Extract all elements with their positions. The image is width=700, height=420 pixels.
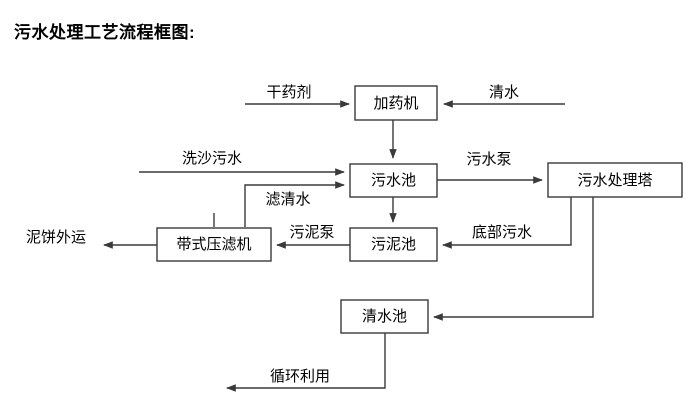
node-dosing-machine[interactable]: 加药机 [354,85,438,121]
node-label-treatment-tower: 污水处理塔 [577,172,652,189]
edge-recycle-line [226,333,386,392]
edge-label-filtrate: 滤清水 [265,191,310,208]
edge-tower-to-clean-pool [433,197,594,321]
edge-label-sludge-pump: 污泥泵 [289,224,334,241]
node-label-sewage-pool: 污水池 [371,172,416,189]
edge-label-sewage-pump: 污水泵 [466,151,511,168]
edge-label-recycle: 循环利用 [270,368,330,385]
node-label-clean-water-pool: 清水池 [362,308,407,325]
node-clean-water-pool[interactable]: 清水池 [340,299,429,334]
node-label-dosing-machine: 加药机 [373,95,418,112]
edge-label-bottom-sewage: 底部污水 [472,224,532,241]
edge-label-wash-sand: 洗沙污水 [182,150,242,167]
node-sludge-pool[interactable]: 污泥池 [349,227,438,262]
node-label-belt-filter-press: 带式压滤机 [176,236,251,253]
edge-bottom-sewage-line [442,197,572,249]
page-title: 污水处理工艺流程框图: [14,23,196,42]
node-label-sludge-pool: 污泥池 [371,236,416,253]
edge-label-clean-water: 清水 [489,84,519,101]
edge-label-dry-agent: 干药剂 [266,84,311,101]
edge-label-mud-cake-out: 泥饼外运 [26,229,86,246]
edge-filtrate-line [244,181,345,227]
node-belt-filter-press[interactable]: 带式压滤机 [156,227,272,262]
node-sewage-pool[interactable]: 污水池 [349,163,438,198]
node-treatment-tower[interactable]: 污水处理塔 [547,162,683,198]
